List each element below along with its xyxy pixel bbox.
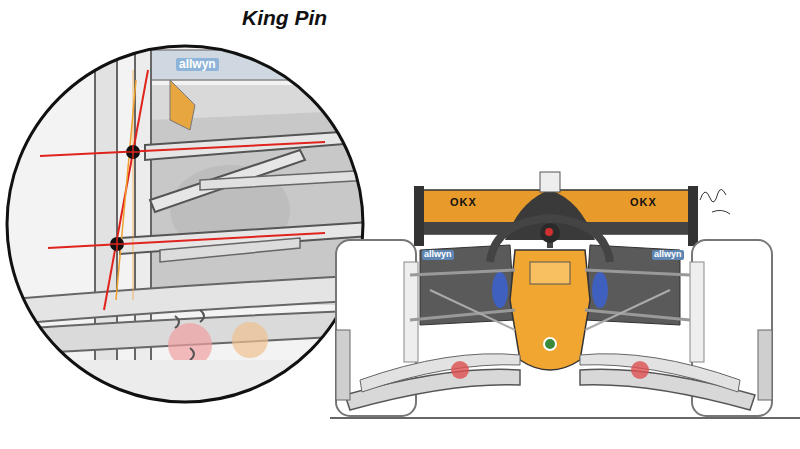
wing-logo: OKX xyxy=(448,196,479,208)
zoom-inset xyxy=(0,40,370,410)
diagram-title: King Pin xyxy=(242,6,327,29)
sponsor-logo: allwyn xyxy=(652,250,684,260)
sponsor-logo: allwyn xyxy=(176,58,219,71)
car-front-view xyxy=(330,172,800,418)
sponsor-logo: allwyn xyxy=(422,250,454,260)
wing-logo: OKX xyxy=(628,196,659,208)
